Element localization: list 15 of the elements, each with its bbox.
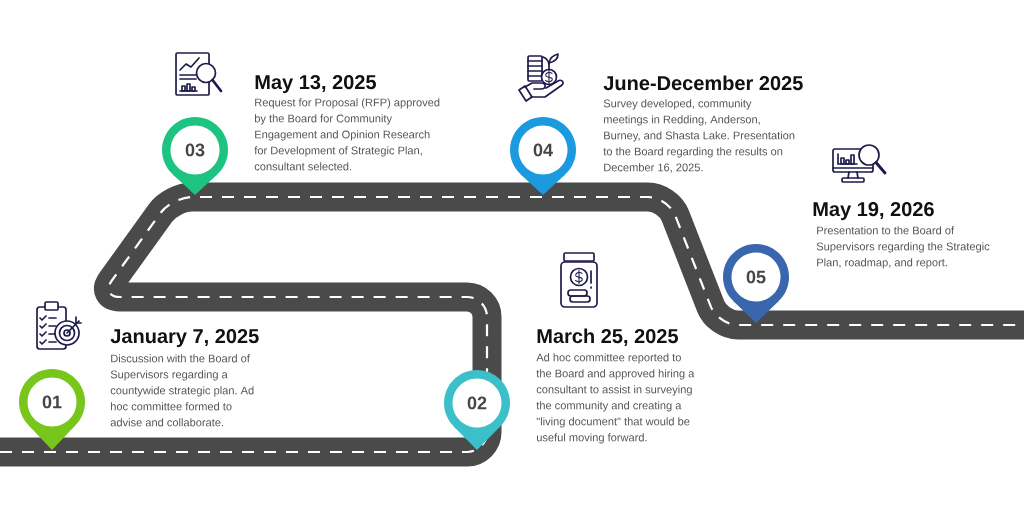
date-heading: May 13, 2025	[255, 75, 376, 94]
date-heading: May 19, 2026	[813, 202, 934, 221]
date-heading: January 7, 2025	[110, 329, 259, 348]
description-text: Ad hoc committee reported to the Board and approved hiring a consultant to assist in surveying the community and creating a "living document" that would be useful moving forward.	[536, 353, 695, 444]
map-pin: 04	[510, 117, 576, 195]
map-pin: 01	[19, 369, 85, 450]
description-text: Discussion with the Board of Supervisors regarding a countywide strategic plan. Ad hoc committee formed to advise and collaborate.	[110, 354, 254, 427]
map-pin: 02	[444, 370, 510, 450]
date-heading: June-December 2025	[603, 75, 803, 91]
description-text: Survey developed, community meetings in Redding, Anderson, Burney, and Shasta Lake. Presentation to the Board regarding the results on December 16, 2025.	[603, 99, 795, 173]
description-text: Presentation to the Board of Supervisors regarding the Strategic Plan, roadmap, and report.	[816, 226, 990, 269]
description-text: Request for Proposal (RFP) approved by the Board for Community Engagement and Opinion Research for Development of Strategic Plan, consultant selected.	[254, 98, 440, 171]
map-pin: 03	[162, 117, 228, 195]
map-pin: 05	[723, 244, 789, 323]
date-heading: March 25, 2025	[537, 328, 678, 347]
